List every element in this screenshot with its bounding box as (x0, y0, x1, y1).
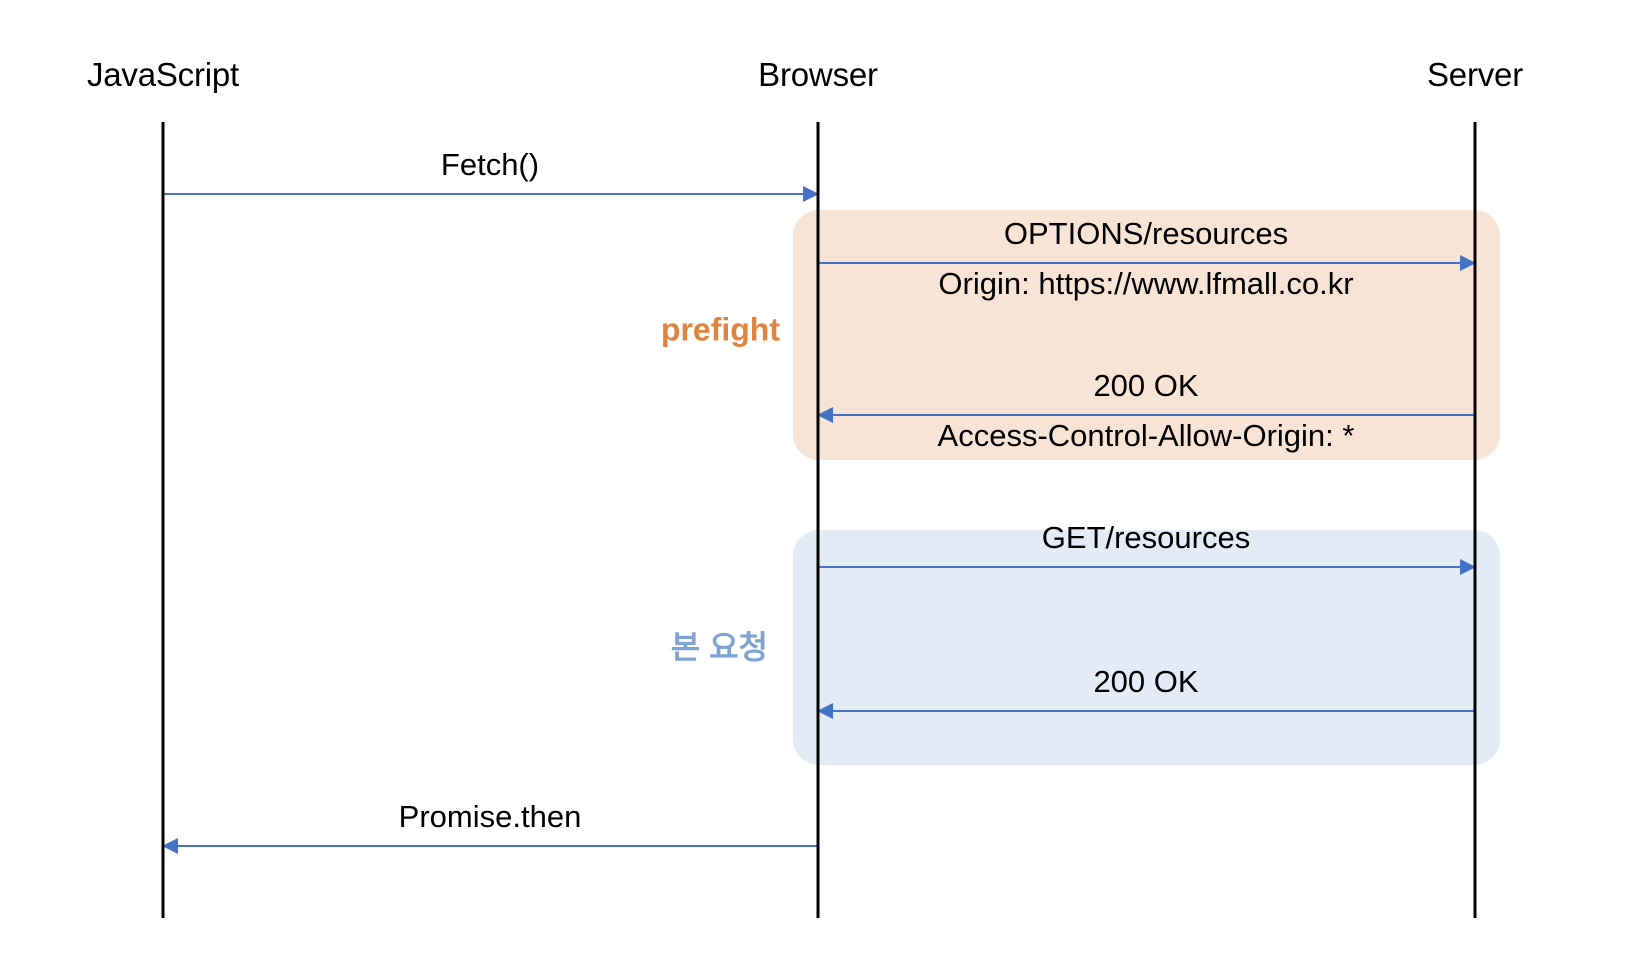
message-caption-get-request: GET/resources (1041, 520, 1251, 555)
message-get-response (817, 703, 1475, 719)
message-line-get-request (818, 566, 1475, 568)
phase-label-preflight: prefight (660, 311, 780, 348)
message-caption-options-response: 200 OK (1093, 368, 1199, 403)
message-arrowhead-get-response (817, 703, 833, 719)
message-line-options-request (818, 262, 1475, 264)
message-caption-promise-then: Promise.then (398, 799, 582, 834)
actor-label-server: Server (1427, 56, 1523, 93)
message-subcaption-options-response: Access-Control-Allow-Origin: * (937, 418, 1355, 453)
message-fetch (163, 186, 819, 202)
phase-block-main-request (793, 530, 1500, 765)
message-arrowhead-options-request (1460, 255, 1476, 271)
message-options-response (817, 407, 1475, 423)
message-line-fetch (163, 193, 818, 195)
actor-label-browser: Browser (758, 56, 878, 93)
message-get-request (818, 559, 1476, 575)
message-promise-then (162, 838, 818, 854)
message-options-request (818, 255, 1476, 271)
message-line-options-response (818, 414, 1475, 416)
message-arrowhead-promise-then (162, 838, 178, 854)
message-arrowhead-fetch (803, 186, 819, 202)
message-arrowhead-get-request (1460, 559, 1476, 575)
phase-block-preflight (793, 210, 1500, 460)
lifeline-javascript (161, 122, 165, 918)
message-arrowhead-options-response (817, 407, 833, 423)
actor-label-javascript: JavaScript (86, 56, 240, 93)
message-line-promise-then (163, 845, 818, 847)
lifeline-browser (816, 122, 820, 918)
phase-label-main-request: 본 요청 (670, 629, 768, 665)
message-subcaption-options-request: Origin: https://www.lfmall.co.kr (938, 266, 1354, 301)
message-line-get-response (818, 710, 1475, 712)
message-caption-get-response: 200 OK (1093, 664, 1199, 699)
message-caption-fetch: Fetch() (440, 147, 540, 182)
lifeline-server (1473, 122, 1477, 918)
message-caption-options-request: OPTIONS/resources (1003, 216, 1289, 251)
